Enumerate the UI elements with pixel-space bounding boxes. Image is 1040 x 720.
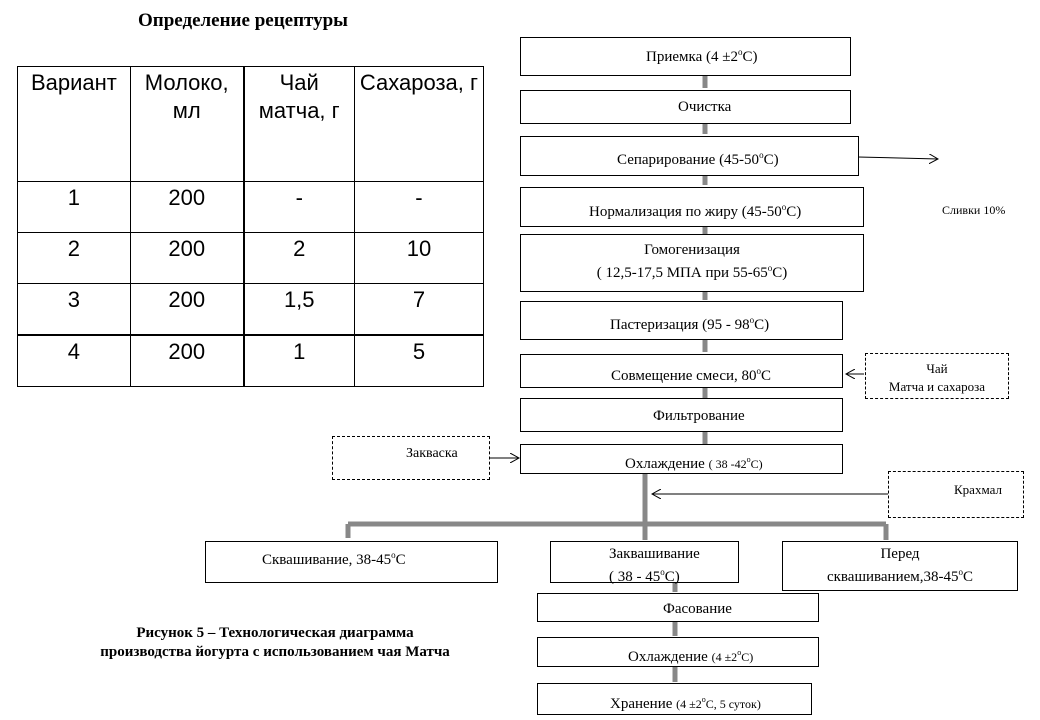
table-cell: 1 <box>243 334 355 387</box>
input-label: Закваска <box>406 446 458 461</box>
step-unit: С) <box>664 569 680 585</box>
step-label: Совмещение смеси, 80 <box>611 368 757 384</box>
step-unit: С) <box>750 457 763 471</box>
figure-caption: Рисунок 5 – Технологическая диаграмма пр… <box>40 624 510 662</box>
column-header-variant: Вариант <box>17 66 131 182</box>
step-unit: С) <box>754 317 770 333</box>
process-step-cleaning: Очистка <box>520 90 851 124</box>
step-label: Перед <box>880 546 920 562</box>
step-label: Хранение <box>610 696 673 712</box>
table-row: 3 200 1,5 7 <box>17 283 485 336</box>
step-label: Гомогенизация <box>644 242 740 258</box>
step-label: Заквашивание <box>609 546 700 562</box>
input-starter: Закваска <box>332 436 490 480</box>
step-label: Нормализация по жиру (45-50 <box>589 204 782 220</box>
step-unit: С <box>761 368 772 384</box>
step-label: Охлаждение <box>628 649 708 665</box>
step-detail: ( 38 -42 <box>708 457 747 471</box>
table-cell: 200 <box>129 283 245 336</box>
recipe-table: Вариант Молоко, мл Чай матча, г Сахароза… <box>17 66 485 387</box>
column-header-milk: Молоко, мл <box>129 66 245 182</box>
input-label: Чай <box>926 361 948 376</box>
degree-mark: o <box>701 695 706 704</box>
branch-before-fermentation: Перед сквашиванием,38-45oС <box>782 541 1018 591</box>
table-cell: 4 <box>17 334 131 387</box>
table-cell: 7 <box>353 283 485 336</box>
table-cell: 200 <box>129 334 245 387</box>
step-label: Приемка (4 ±2 <box>646 49 738 65</box>
table-cell: 3 <box>17 283 131 336</box>
degree-mark: o <box>749 315 755 325</box>
table-cell: 200 <box>129 232 245 284</box>
table-cell: 200 <box>129 181 245 233</box>
degree-mark: o <box>391 550 396 560</box>
table-cell: 5 <box>353 334 485 387</box>
step-detail: ( 38 - 45 <box>609 569 661 585</box>
degree-mark: o <box>767 263 773 273</box>
process-step-storage: Хранение (4 ±2oС, 5 суток) <box>537 683 812 715</box>
step-unit: С) <box>742 49 758 65</box>
process-step-filtration: Фильтрование <box>520 398 843 432</box>
caption-line: производства йогурта с использованием ча… <box>100 644 450 660</box>
step-unit: С <box>963 569 974 585</box>
input-tea-sucrose: Чай Матча и сахароза <box>865 353 1009 399</box>
step-label: Фасование <box>663 601 732 617</box>
step-detail: ( 12,5-17,5 МПА при 55-65 <box>596 265 768 281</box>
degree-mark: o <box>958 567 964 577</box>
step-detail: сквашиванием,38-45 <box>826 569 959 585</box>
process-step-reception: Приемка (4 ±2oС) <box>520 37 851 76</box>
degree-mark: o <box>746 455 751 464</box>
step-unit: С) <box>763 152 779 168</box>
step-unit: С, 5 суток) <box>705 697 761 711</box>
degree-mark: o <box>660 567 665 577</box>
step-unit: С) <box>786 204 802 220</box>
step-label: Пастеризация (95 - 98 <box>610 317 750 333</box>
step-detail: (4 ±2 <box>676 697 702 711</box>
step-label: Охлаждение <box>625 456 705 472</box>
table-cell: 2 <box>243 232 355 284</box>
step-unit: С) <box>772 265 788 281</box>
step-label: Фильтрование <box>653 408 745 424</box>
table-header-row: Вариант Молоко, мл Чай матча, г Сахароза… <box>17 66 485 182</box>
step-unit: С) <box>741 650 754 664</box>
process-step-mixing: Совмещение смеси, 80oС <box>520 354 843 388</box>
table-cell: - <box>353 181 485 233</box>
table-row: 4 200 1 5 <box>17 334 485 387</box>
input-label: Крахмал <box>954 482 1002 497</box>
process-step-normalization: Нормализация по жиру (45-50oС) <box>520 187 864 227</box>
column-header-tea: Чай матча, г <box>243 66 355 182</box>
step-detail: (4 ±2 <box>711 650 738 664</box>
caption-line: Рисунок 5 – Технологическая диаграмма <box>136 625 414 641</box>
process-step-final-cooling: Охлаждение (4 ±2oС) <box>537 637 819 667</box>
process-step-separation: Сепарирование (45-50oС) <box>520 136 859 176</box>
step-label: Очистка <box>678 99 732 115</box>
process-step-cooling: Охлаждение ( 38 -42oС) <box>520 444 843 474</box>
cream-output-arrow <box>857 157 938 159</box>
table-row: 2 200 2 10 <box>17 232 485 284</box>
process-step-pasteurization: Пастеризация (95 - 98oС) <box>520 301 843 340</box>
process-step-packaging: Фасование <box>537 593 819 622</box>
input-label: Матча и сахароза <box>888 379 986 394</box>
step-label: Сквашивание, 38-45 <box>262 552 392 568</box>
degree-mark: o <box>737 47 743 57</box>
page-title: Определение рецептуры <box>138 10 349 31</box>
degree-mark: o <box>759 150 764 160</box>
branch-starter-addition: Заквашивание ( 38 - 45oС) <box>550 541 739 585</box>
input-starch: Крахмал <box>888 471 1024 518</box>
degree-mark: o <box>756 366 762 376</box>
degree-mark: o <box>737 648 742 657</box>
step-unit: С <box>395 552 406 568</box>
process-step-homogenization: Гомогенизация ( 12,5-17,5 МПА при 55-65o… <box>520 234 864 292</box>
table-cell: - <box>243 181 355 233</box>
table-cell: 10 <box>353 232 485 284</box>
degree-mark: o <box>781 202 787 212</box>
step-label: Сепарирование (45-50 <box>617 152 760 168</box>
branch-fermentation: Сквашивание, 38-45oС <box>205 541 498 583</box>
output-cream-label: Сливки 10% <box>942 203 1006 217</box>
